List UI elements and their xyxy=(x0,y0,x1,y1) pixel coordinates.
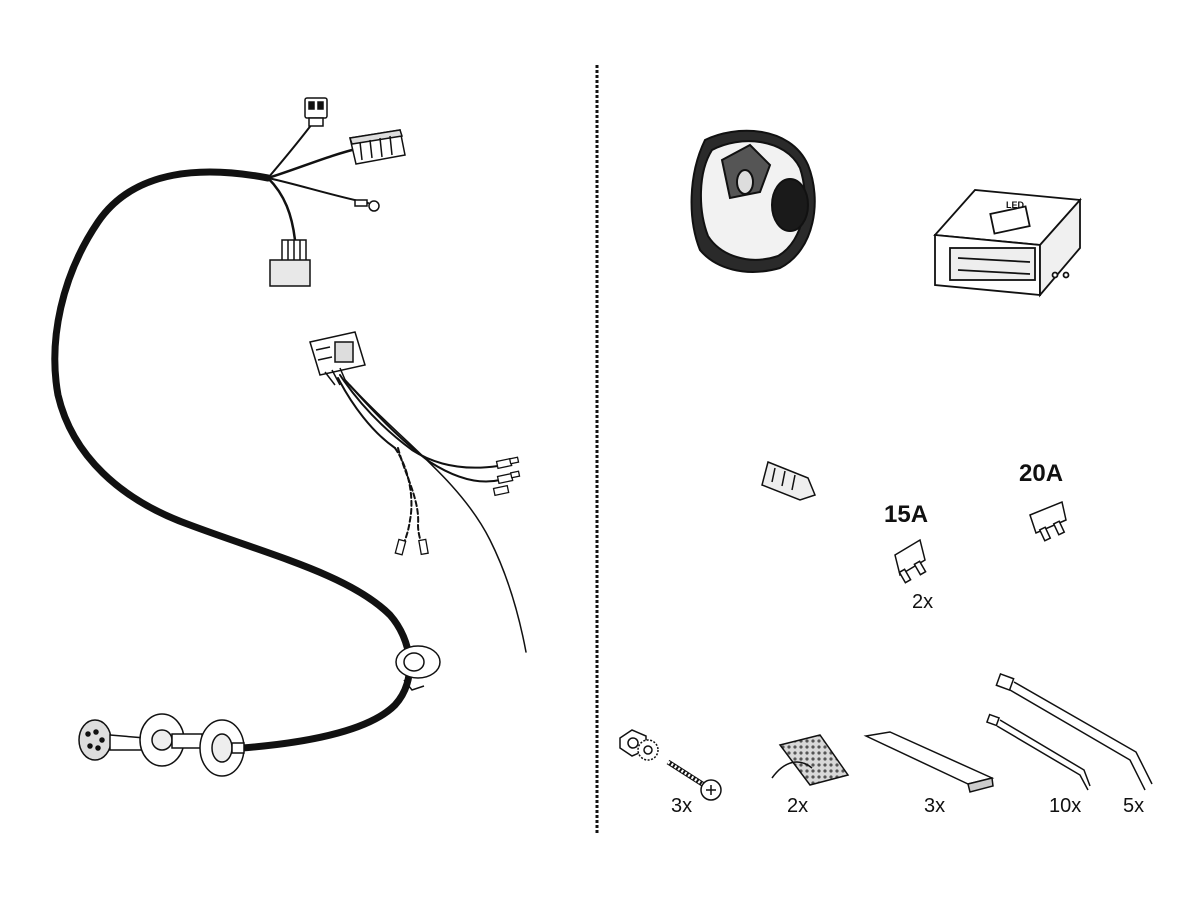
socket-plug-assembly xyxy=(78,713,245,777)
branch-to-ring-terminal xyxy=(339,374,499,469)
small-tie-qty: 10x xyxy=(1049,795,1082,817)
fuse-15a-qty: 2x xyxy=(912,591,934,613)
cable-grommet xyxy=(395,645,441,691)
screw-set-qty: 3x xyxy=(671,795,693,817)
relay-connector xyxy=(269,239,311,287)
adhesive-foam-strip xyxy=(863,731,995,793)
main-cable xyxy=(51,168,414,752)
led-control-module xyxy=(933,189,1082,298)
module-logo-text: LED xyxy=(1006,200,1025,210)
large-tie-qty: 5x xyxy=(1123,795,1145,817)
wire-connector-block xyxy=(761,460,816,501)
large-cable-tie xyxy=(995,673,1153,791)
vehicle-connector xyxy=(309,331,366,386)
fuse-15a-icon xyxy=(894,538,927,584)
fuse-20a-label: 20A xyxy=(1019,460,1064,487)
bottom-terminals xyxy=(394,538,429,556)
velcro-qty: 2x xyxy=(787,795,809,817)
multi-pin-connector xyxy=(349,129,406,165)
fuse-15a-label: 15A xyxy=(884,501,929,528)
velcro-pads xyxy=(771,734,850,786)
screw-set xyxy=(619,729,722,801)
socket-housing xyxy=(690,129,816,273)
small-plug xyxy=(304,97,328,127)
ring-terminal xyxy=(354,199,380,212)
branch-to-relay xyxy=(266,176,297,242)
spade-terminals xyxy=(492,456,521,497)
long-thin-wire xyxy=(349,384,527,653)
foam-strip-qty: 3x xyxy=(924,795,946,817)
branch-to-multi-connector xyxy=(266,146,362,180)
wiring-harness xyxy=(51,119,527,752)
fuse-20a-icon xyxy=(1029,500,1067,542)
small-cable-tie xyxy=(985,713,1091,791)
